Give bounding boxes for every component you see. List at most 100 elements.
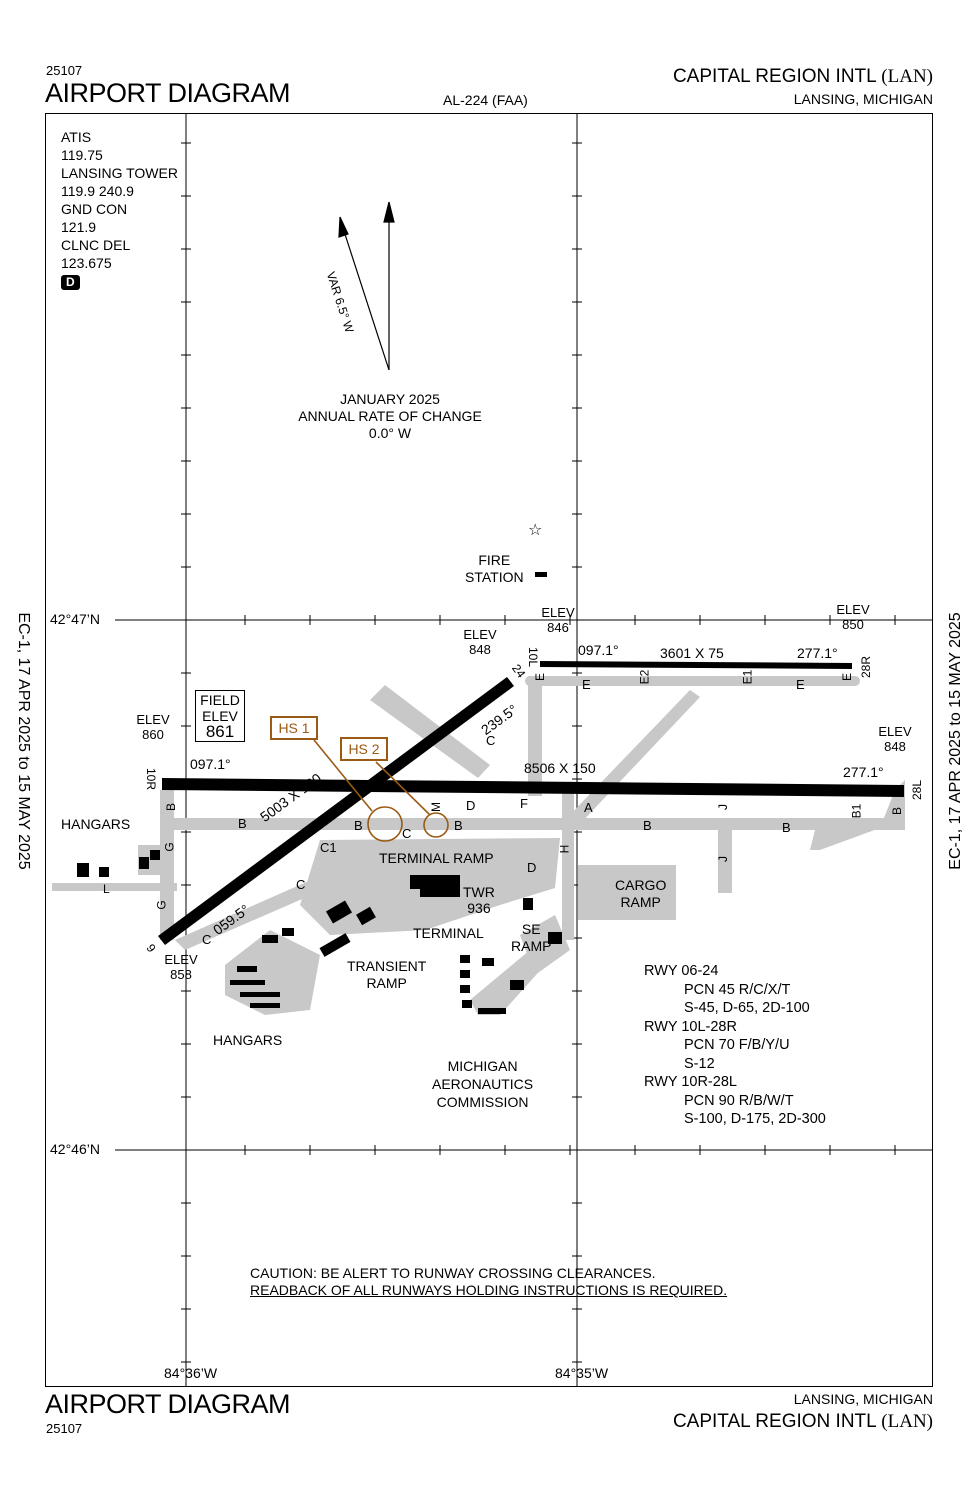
taxiway-label: M (429, 802, 443, 812)
runway-10l-28r (540, 661, 852, 669)
pcn-rwy: RWY 06-24 (644, 963, 719, 979)
taxiway-label: B (782, 820, 791, 835)
pcn-line: PCN 90 R/B/W/T (684, 1092, 794, 1109)
hotspot-hs2: HS 2 (340, 737, 388, 761)
comm-gnd-freq: 121.9 (61, 219, 97, 235)
chart-id: AL-224 (FAA) (443, 92, 528, 108)
label-transient-ramp: TRANSIENT RAMP (347, 958, 426, 992)
taxiway-label: G (162, 842, 177, 852)
runways (158, 661, 904, 945)
rwy-10r-hdg: 097.1° (190, 756, 231, 772)
footer-city-state: LANSING, MICHIGAN (793, 1391, 933, 1407)
taxiway-label: C1 (320, 840, 337, 855)
comm-gnd-label: GND CON (61, 201, 128, 217)
taxiway-label: G (154, 900, 169, 910)
footer-airport-name: CAPITAL REGION INTL (LAN) (673, 1411, 933, 1433)
graticule (115, 113, 933, 1387)
taxiway-label: C (202, 932, 212, 947)
fire-station-star: ☆ (528, 522, 542, 539)
elev-label: ELEV (836, 602, 870, 617)
map-frame (45, 113, 933, 1387)
label-terminal: TERMINAL (413, 925, 484, 941)
taxiway-label: C (402, 826, 412, 841)
rwy-28r-hdg: 277.1° (797, 645, 838, 661)
elev-label: ELEV (136, 712, 170, 727)
runway-06-24 (158, 677, 514, 945)
rwy-10r-28l-dims: 8506 X 150 (524, 760, 596, 776)
footer-title: AIRPORT DIAGRAM (45, 1389, 291, 1419)
rwy-28r-end: 28R (859, 655, 874, 679)
label-se-ramp: SE RAMP (511, 921, 551, 955)
elev-label: ELEV (164, 952, 198, 967)
taxiway-label: B (643, 818, 652, 833)
taxiway-label: B (890, 806, 905, 816)
elev-value: 848 (469, 642, 491, 657)
comm-frequencies: ATIS 119.75 LANSING TOWER 119.9 240.9 GN… (61, 128, 178, 290)
rwy-10l-end: 10L (526, 646, 541, 668)
label-se-2: RAMP (511, 938, 552, 954)
comm-tower-freq: 119.9 240.9 (61, 183, 134, 199)
comm-atis-label: ATIS (61, 129, 92, 145)
taxiway-label: B (238, 816, 247, 831)
label-fire-station: FIRE STATION (465, 552, 524, 586)
label-mac-3: COMMISSION (436, 1094, 529, 1110)
elev-label: ELEV (541, 605, 575, 620)
chart-number: 25107 (46, 63, 83, 78)
label-cargo-1: CARGO (615, 877, 667, 893)
label-mac-2: AERONAUTICS (432, 1076, 534, 1092)
pcn-line: S-12 (684, 1055, 715, 1072)
footer-airport-ident: (LAN) (881, 1411, 933, 1432)
rwy-10l-hdg: 097.1° (578, 642, 619, 658)
runway-10r-28l (162, 778, 904, 797)
elev-value: 858 (170, 967, 192, 982)
label-tower: TWR 936 (463, 884, 495, 916)
taxiway-label: C (296, 877, 306, 892)
label-cargo-2: RAMP (620, 894, 661, 910)
airport-ident: (LAN) (881, 66, 933, 87)
taxiway-label: D (527, 860, 537, 875)
label-transient-1: TRANSIENT (347, 958, 427, 974)
rwy-28l-hdg: 277.1° (843, 764, 884, 780)
pcn-notes: RWY 06-24 PCN 45 R/C/X/T S-45, D-65, 2D-… (644, 962, 826, 1129)
label-terminal-ramp: TERMINAL RAMP (379, 850, 494, 866)
elev-value: 860 (142, 727, 164, 742)
d-atis-badge: D (61, 275, 80, 290)
elev-value: 846 (547, 620, 569, 635)
mag-date: JANUARY 2025 (340, 391, 440, 407)
caution-note: CAUTION: BE ALERT TO RUNWAY CROSSING CLE… (250, 1265, 727, 1299)
buildings (77, 572, 562, 1014)
label-se-1: SE (521, 921, 541, 937)
taxiway-label: L (103, 882, 110, 896)
comm-clnc-label: CLNC DEL (61, 237, 131, 253)
mag-rate-label: ANNUAL RATE OF CHANGE (298, 408, 482, 424)
taxiway-label: E2 (637, 669, 652, 685)
airport-name: CAPITAL REGION INTL (LAN) (673, 66, 933, 88)
footer-airport-name-text: CAPITAL REGION INTL (672, 1411, 877, 1432)
airport-name-text: CAPITAL REGION INTL (672, 66, 877, 87)
taxiway-label: J (716, 856, 730, 862)
label-mac-1: MICHIGAN (447, 1058, 518, 1074)
taxiway-label: B (454, 818, 463, 833)
label-hangars-south: HANGARS (213, 1032, 283, 1048)
taxiway-label: B1 (849, 803, 864, 819)
label-tower-elev: 936 (467, 900, 491, 916)
elev-value: 850 (842, 617, 864, 632)
label-mac: MICHIGAN AERONAUTICS COMMISSION (432, 1057, 533, 1111)
taxiway-label: C (486, 733, 496, 748)
label-hangars-west: HANGARS (61, 816, 131, 832)
chart-title: AIRPORT DIAGRAM (45, 78, 291, 108)
pcn-line: PCN 45 R/C/X/T (684, 981, 791, 998)
taxiway-label: E (582, 677, 591, 692)
taxiway-label: J (716, 804, 730, 810)
comm-clnc-freq: 123.675 (61, 255, 112, 271)
taxiway-label: B (354, 818, 363, 833)
rwy-28l-end: 28L (910, 779, 925, 801)
label-fire-1: FIRE (478, 552, 511, 568)
city-state: LANSING, MICHIGAN (793, 91, 933, 107)
hotspots (313, 739, 449, 842)
north-arrows (338, 201, 395, 371)
